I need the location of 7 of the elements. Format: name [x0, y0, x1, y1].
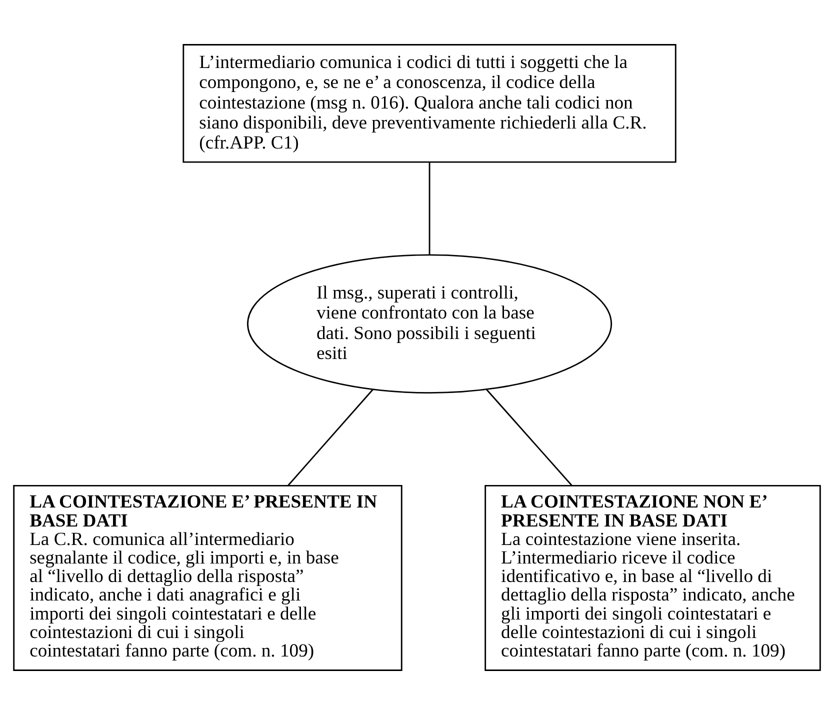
- node-ellipse: Il msg., superati i controlli, viene confrontato con la base dati. Sono possibili i seguenti esiti: [247, 254, 612, 394]
- connector: [486, 388, 572, 486]
- connector: [428, 162, 430, 255]
- node-box: L’intermediario comunica i codici di tutti i soggetti che la compongono, e, se ne e’ a conoscenza, il codice della cointestazione (msg n. 016). Qualora anche tali codici non siano disponibili, deve preventivamente richiederli alla C.R. (cfr.APP. C1): [182, 44, 676, 163]
- connector: [287, 388, 374, 486]
- node-box: LA COINTESTAZIONE NON E’ PRESENTE IN BASE DATI La cointestazione viene inserita. L’intermediario riceve il codice identificativo e, in base al “livello di dettaglio della risposta” indicato, anche gli importi dei singoli cointestatari e delle cointestazioni di cui i singoli cointestatari fanno parte (com. n. 109): [484, 484, 821, 671]
- node-box: LA COINTESTAZIONE E’ PRESENTE IN BASE DATI La C.R. comunica all’intermediario segnalante il codice, gli importi e, in base al “livello di dettaglio della risposta” indicato, anche i dati anagrafici e gli importi dei singoli cointestatari e delle cointestazioni di cui i singoli cointestatari fanno parte (com. n. 109): [13, 484, 402, 671]
